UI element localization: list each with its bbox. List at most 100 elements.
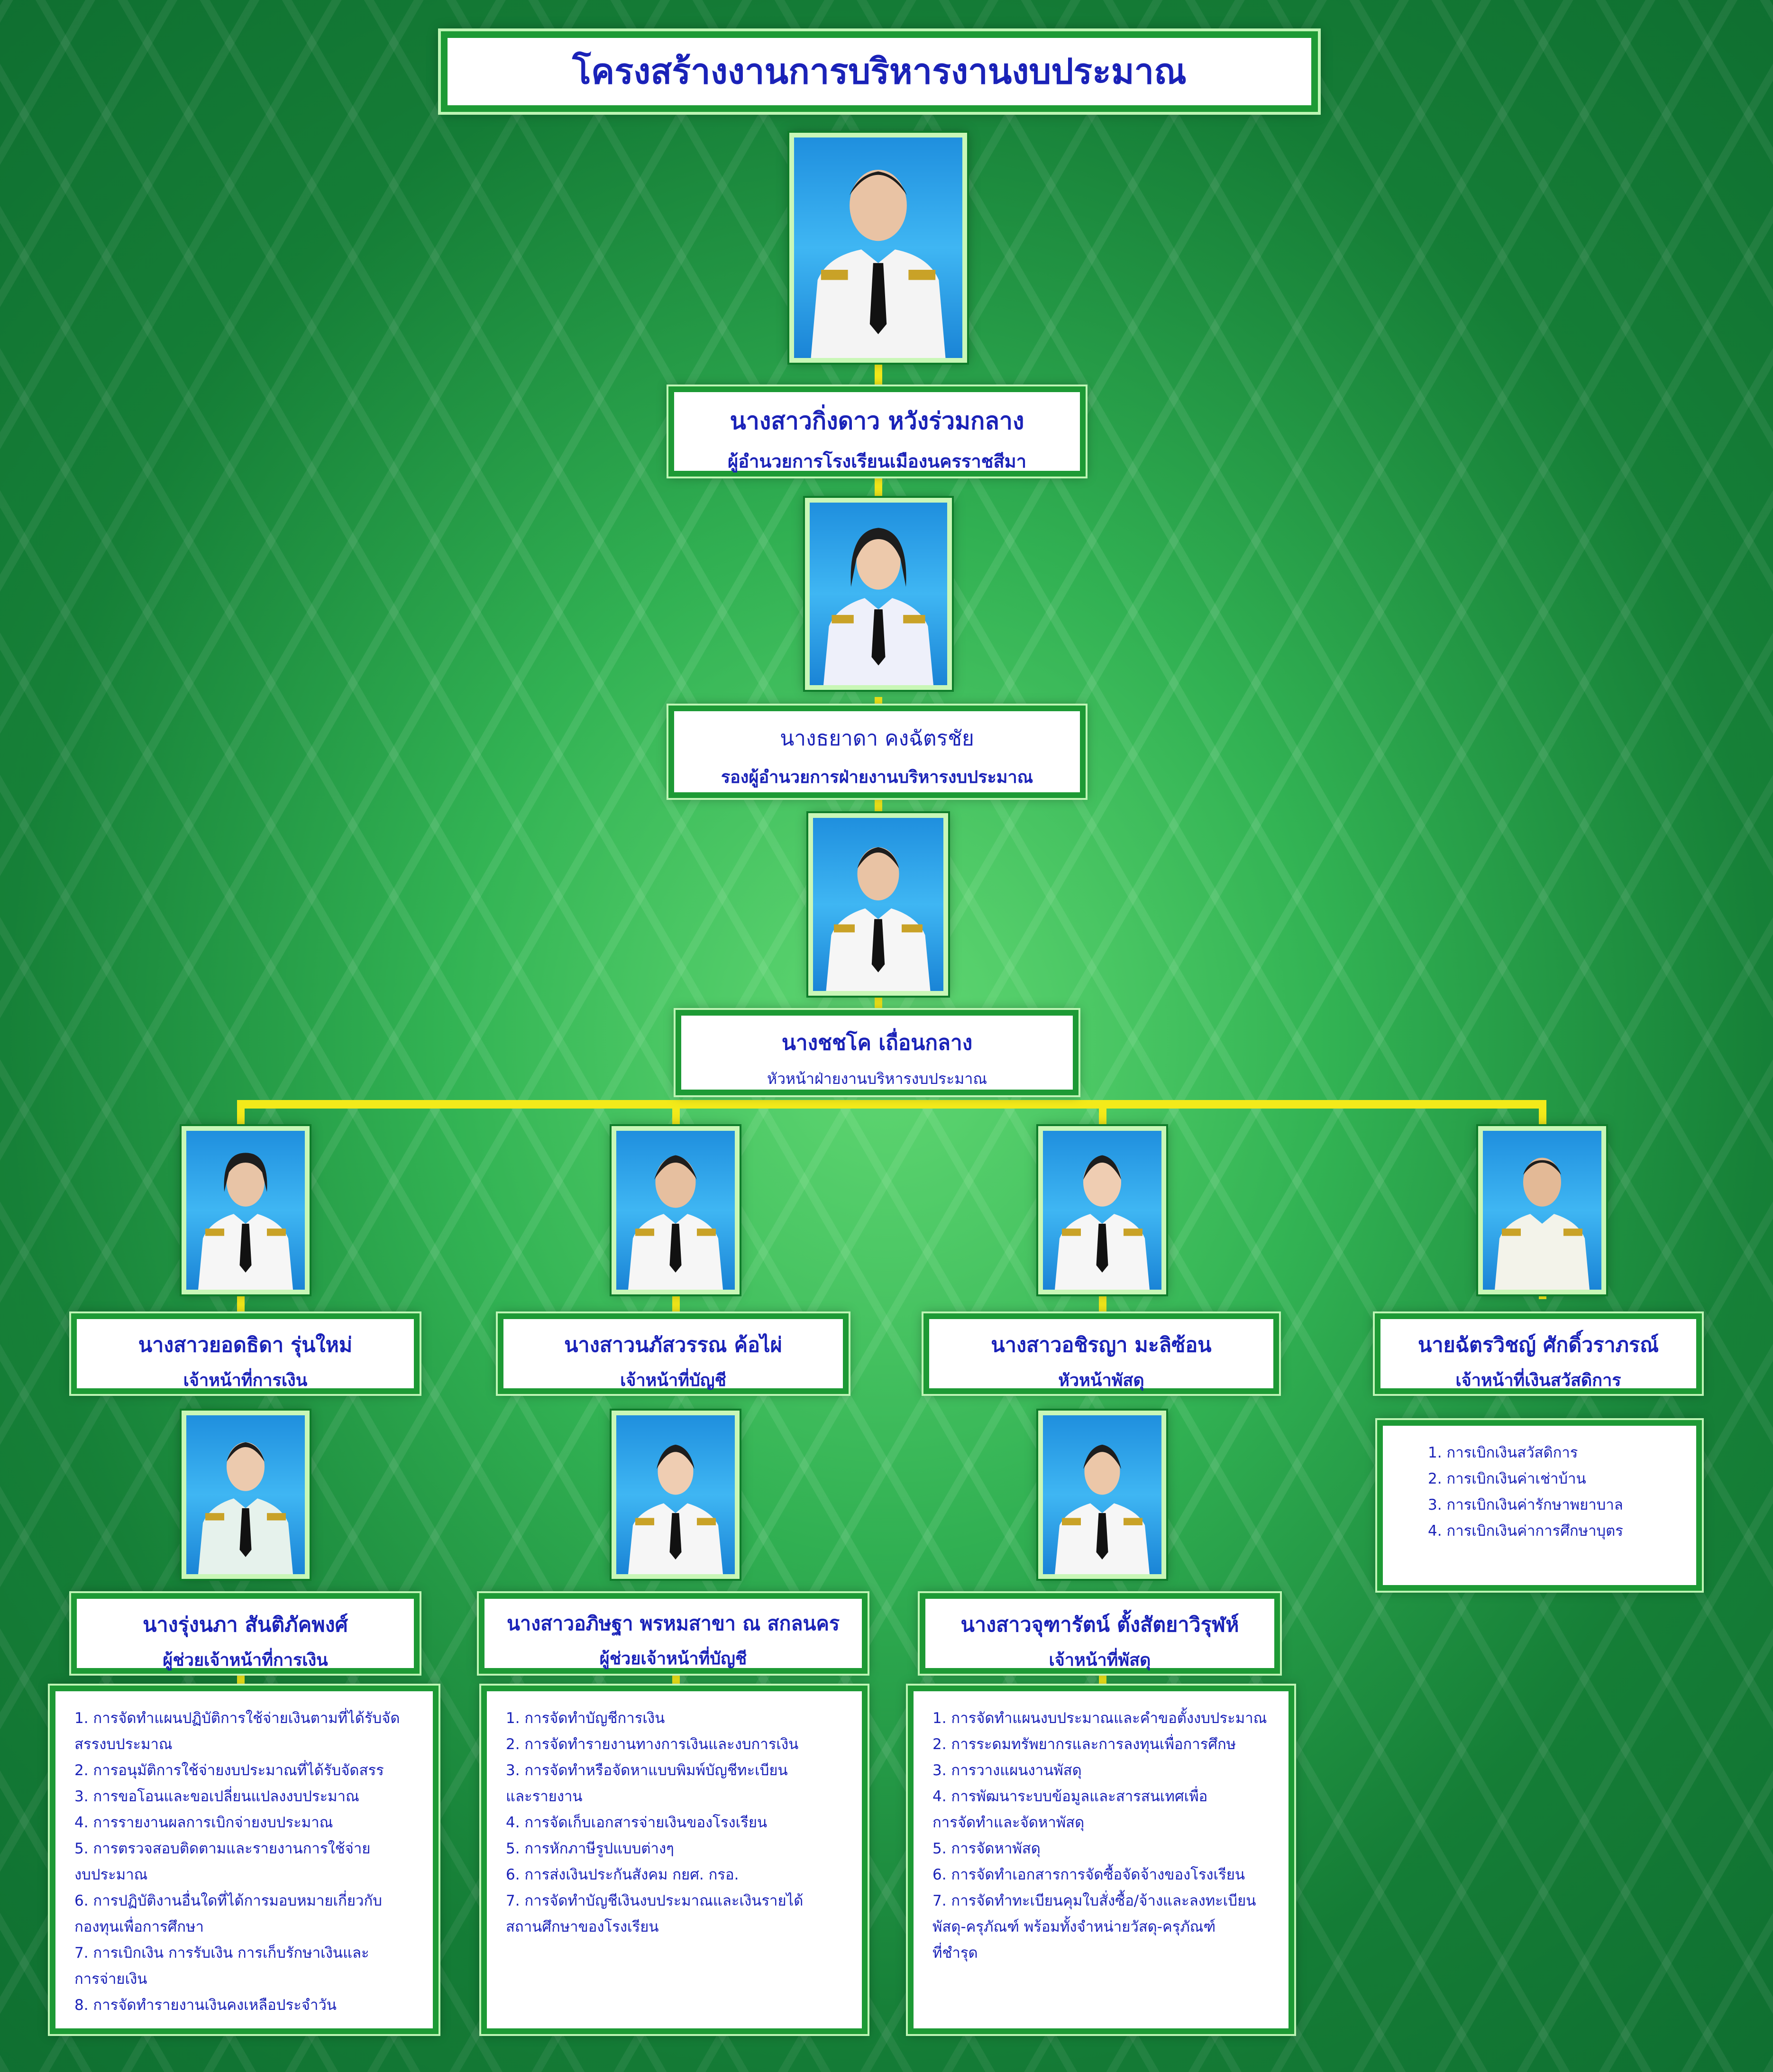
duty-item: 4. การจัดเก็บเอกสารจ่ายเงินของโรงเรียน xyxy=(506,1814,768,1831)
person-position: เจ้าหน้าที่บัญชี xyxy=(620,1371,726,1390)
connector-line xyxy=(672,1100,680,1128)
person-photo-icon xyxy=(823,528,933,685)
finance-duties-list: 1. การจัดทำแผนปฏิบัติการใช้จ่ายเงินตามที… xyxy=(50,1686,439,2034)
duty-item: 2. การเบิกเงินค่าเช่าบ้าน xyxy=(1428,1470,1586,1487)
supplies-officer-box: นางสาวจุฑารัตน์ ตั้งสัตยาวิรุฬห์ เจ้าหน้… xyxy=(920,1593,1280,1674)
person-photo-icon xyxy=(628,1155,723,1290)
duty-item: 6. การจัดทำเอกสารการจัดซื้อจัดจ้างของโรง… xyxy=(932,1866,1245,1883)
person-position: เจ้าหน้าที่เงินสวัสดิการ xyxy=(1455,1371,1621,1390)
duty-item: 5. การหักภาษีรูปแบบต่างๆ xyxy=(506,1840,674,1857)
welfare-duties-list: 1. การเบิกเงินสวัสดิการ 2. การเบิกเงินค่… xyxy=(1377,1420,1702,1591)
person-position: หัวหน้าพัสดุ xyxy=(1058,1371,1144,1390)
person-position: เจ้าหน้าที่การเงิน xyxy=(183,1371,308,1390)
finance-photo xyxy=(182,1126,310,1294)
duty-item: ที่ชำรุด xyxy=(932,1944,978,1962)
head-box: นางชชโค เถื่อนกลาง หัวหน้าฝ่ายงานบริหารง… xyxy=(676,1010,1078,1095)
connector-line xyxy=(875,360,882,389)
duty-item: 1. การจัดทำแผนงบประมาณและคำขอตั้งงบประมา… xyxy=(932,1710,1267,1727)
finance-asst-box: นางรุ่งนภา สันติภัคพงศ์ ผู้ช่วยเจ้าหน้าท… xyxy=(71,1593,420,1674)
person-photo-icon xyxy=(1495,1157,1590,1290)
duty-item: 1. การจัดทำแผนปฏิบัติการใช้จ่ายเงินตามที… xyxy=(74,1710,400,1727)
person-photo-icon xyxy=(198,1153,293,1290)
connector-line xyxy=(1539,1100,1546,1128)
finance-asst-photo xyxy=(182,1411,310,1579)
connector-line xyxy=(875,797,882,816)
duty-item: 5. การจัดหาพัสดุ xyxy=(932,1840,1041,1857)
person-name: นางชชโค เถื่อนกลาง xyxy=(781,1031,973,1055)
connector-line xyxy=(875,474,882,500)
person-position: หัวหน้าฝ่ายงานบริหารงบประมาณ xyxy=(767,1070,987,1088)
accounting-photo xyxy=(612,1126,740,1294)
duty-item: 7. การจัดทำทะเบียนคุมใบสั่งซื้อ/จ้างและล… xyxy=(932,1892,1256,1909)
duty-item: 4. การเบิกเงินค่าการศึกษาบุตร xyxy=(1428,1522,1623,1540)
duty-item: สรรงบประมาณ xyxy=(74,1736,173,1753)
person-position: ผู้ช่วยเจ้าหน้าที่การเงิน xyxy=(163,1650,328,1670)
supplies-photo xyxy=(1038,1126,1166,1294)
duty-item: 3. การวางแผนงานพัสดุ xyxy=(932,1762,1082,1779)
duty-item: 7. การเบิกเงิน การรับเงิน การเก็บรักษาเง… xyxy=(74,1944,369,1962)
welfare-photo xyxy=(1478,1126,1606,1294)
duty-item: 3. การจัดทำหรือจัดหาแบบพิมพ์บัญชีทะเบียน xyxy=(506,1762,788,1779)
connector-line xyxy=(237,1290,245,1313)
accounting-asst-photo xyxy=(612,1411,740,1579)
head-photo xyxy=(808,813,948,996)
duty-item: 4. การพัฒนาระบบข้อมูลและสารสนเทศเพื่อ xyxy=(932,1788,1208,1805)
duty-item: 5. การตรวจสอบติดตามและรายงานการใช้จ่าย xyxy=(74,1840,371,1857)
connector-line xyxy=(1099,1290,1106,1313)
person-position: เจ้าหน้าที่พัสดุ xyxy=(1049,1650,1151,1670)
deputy-box: นางธยาดา คงฉัตรชัย รองผู้อำนวยการฝ่ายงาน… xyxy=(668,706,1086,798)
duty-item: 2. การอนุมัติการใช้จ่ายงบประมาณที่ได้รับ… xyxy=(74,1762,384,1779)
finance-box: นางสาวยอดธิดา รุ่นใหม่ เจ้าหน้าที่การเงิ… xyxy=(71,1313,420,1394)
welfare-box: นายฉัตรวิชญ์ ศักดิ์วราภรณ์ เจ้าหน้าที่เง… xyxy=(1375,1313,1702,1394)
duty-item: 6. การส่งเงินประกันสังคม กยศ. กรอ. xyxy=(506,1866,739,1883)
deputy-photo xyxy=(805,498,952,690)
person-name: นายฉัตรวิชญ์ ศักดิ์วราภรณ์ xyxy=(1418,1333,1659,1357)
connector-line xyxy=(237,1100,1546,1109)
accounting-asst-box: นางสาวอภิษฐา พรหมสาขา ณ สกลนคร ผู้ช่วยเจ… xyxy=(479,1593,868,1674)
duty-item: สถานศึกษาของโรงเรียน xyxy=(506,1918,659,1935)
duty-item: และรายงาน xyxy=(506,1788,583,1805)
duty-item: กองทุนเพื่อการศึกษา xyxy=(74,1918,204,1935)
duty-item: 7. การจัดทำบัญชีเงินงบประมาณและเงินรายได… xyxy=(506,1892,804,1909)
person-name: นางสาวนภัสวรรณ ค้อไผ่ xyxy=(564,1333,782,1357)
duty-item: การจัดทำและจัดหาพัสดุ xyxy=(932,1814,1085,1831)
person-photo-icon xyxy=(811,169,946,358)
director-box: นางสาวกิ่งดาว หวังร่วมกลาง ผู้อำนวยการโร… xyxy=(668,386,1086,477)
person-name: นางสาวกิ่งดาว หวังร่วมกลาง xyxy=(730,407,1024,435)
person-position: รองผู้อำนวยการฝ่ายงานบริหารงบประมาณ xyxy=(721,768,1033,787)
person-position: ผู้อำนวยการโรงเรียนเมืองนครราชสีมา xyxy=(727,451,1027,472)
duty-item: 1. การเบิกเงินสวัสดิการ xyxy=(1428,1444,1578,1461)
person-photo-icon xyxy=(628,1444,723,1574)
supplies-officer-photo xyxy=(1038,1411,1166,1579)
duty-item: 4. การรายงานผลการเบิกจ่ายงบประมาณ xyxy=(74,1814,333,1831)
person-name: นางสาวยอดธิดา รุ่นใหม่ xyxy=(138,1333,353,1357)
connector-line xyxy=(672,1290,680,1313)
supplies-duties-list: 1. การจัดทำแผนงบประมาณและคำขอตั้งงบประมา… xyxy=(908,1686,1294,2034)
person-name: นางสาวอชิรญา มะลิซ้อน xyxy=(991,1333,1212,1357)
duty-item: 8. การจัดทำรายงานเงินคงเหลือประจำวัน xyxy=(74,1997,337,2014)
director-photo xyxy=(789,133,967,363)
person-name: นางสาวอภิษฐา พรหมสาขา ณ สกลนคร xyxy=(507,1612,840,1635)
person-photo-icon xyxy=(1055,1155,1150,1290)
duty-item: งบประมาณ xyxy=(74,1866,148,1883)
connector-line xyxy=(1099,1100,1106,1128)
duty-item: การจ่ายเงิน xyxy=(74,1971,147,1988)
supplies-box: นางสาวอชิรญา มะลิซ้อน หัวหน้าพัสดุ xyxy=(923,1313,1279,1394)
duty-item: 6. การปฏิบัติงานอื่นใดที่ได้การมอบหมายเก… xyxy=(74,1892,382,1909)
duty-item: 2. การระดมทรัพยากรและการลงทุนเพื่อการศึก… xyxy=(932,1736,1236,1753)
accounting-duties-list: 1. การจัดทำบัญชีการเงิน 2. การจัดทำรายงา… xyxy=(481,1686,868,2034)
person-name: นางรุ่งนภา สันติภัคพงศ์ xyxy=(143,1613,348,1637)
person-photo-icon xyxy=(826,847,931,991)
duty-item: 3. การขอโอนและขอเปลี่ยนแปลงงบประมาณ xyxy=(74,1788,359,1805)
person-photo-icon xyxy=(1055,1444,1150,1574)
accounting-box: นางสาวนภัสวรรณ ค้อไผ่ เจ้าหน้าที่บัญชี xyxy=(498,1313,849,1394)
duty-item: 2. การจัดทำรายงานทางการเงินและงบการเงิน xyxy=(506,1736,799,1753)
duty-item: 1. การจัดทำบัญชีการเงิน xyxy=(506,1710,665,1727)
person-photo-icon xyxy=(198,1442,293,1574)
connector-line xyxy=(237,1100,245,1128)
duty-item: 3. การเบิกเงินค่ารักษาพยาบาล xyxy=(1428,1496,1623,1513)
person-position: ผู้ช่วยเจ้าหน้าที่บัญชี xyxy=(599,1649,747,1669)
page-title: โครงสร้างงานการบริหารงานงบประมาณ xyxy=(441,31,1318,112)
person-name: นางธยาดา คงฉัตรชัย xyxy=(780,726,974,751)
person-name: นางสาวจุฑารัตน์ ตั้งสัตยาวิรุฬห์ xyxy=(960,1613,1239,1637)
